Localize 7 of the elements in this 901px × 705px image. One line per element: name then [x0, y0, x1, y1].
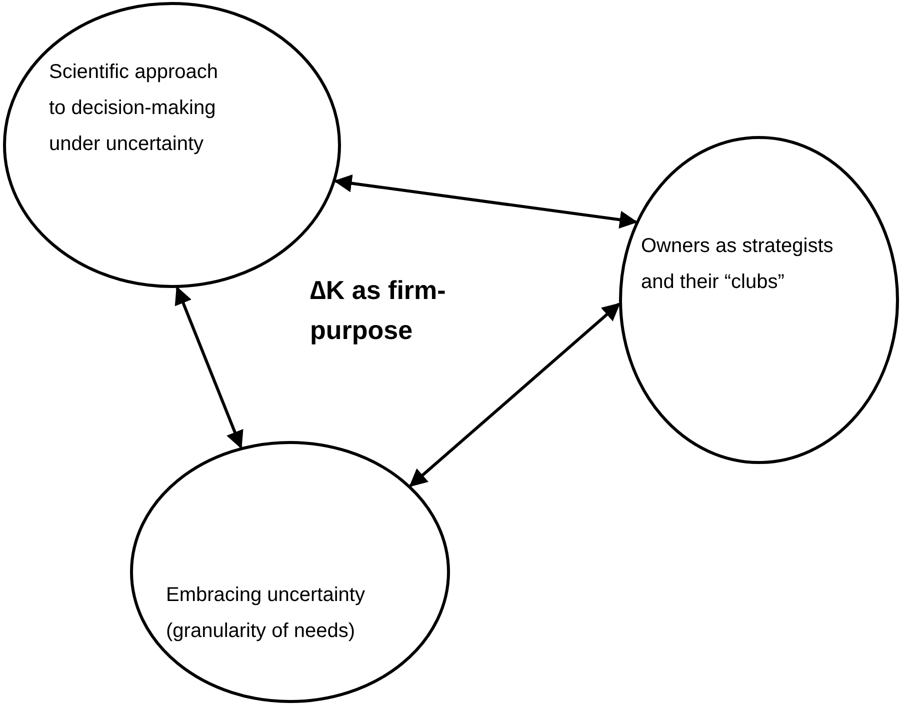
- center-label: ∆K as firm-purpose: [310, 274, 447, 347]
- node-text: Owners as strategists and their “clubs”: [641, 234, 834, 295]
- node-text: Scientific approach to decision-making under uncertainty: [49, 60, 219, 157]
- double-arrow: [174, 286, 244, 449]
- double-arrow: [334, 174, 638, 229]
- double-arrow: [409, 302, 620, 487]
- node-text: Embracing uncertainty (granularity of needs): [166, 583, 366, 644]
